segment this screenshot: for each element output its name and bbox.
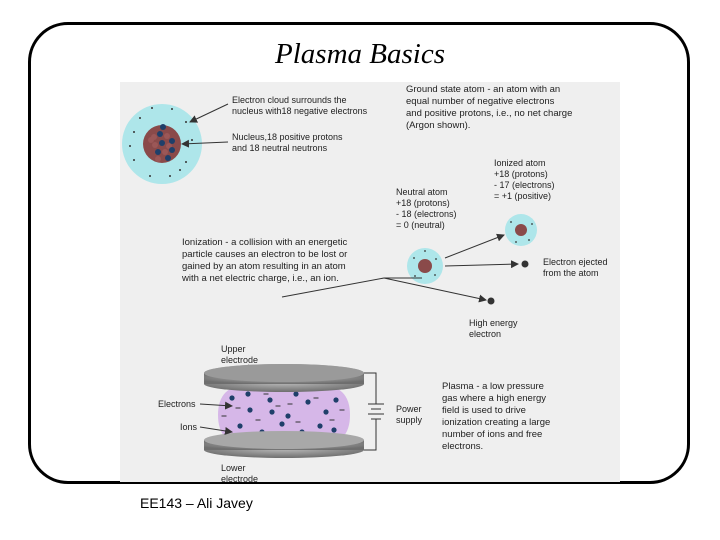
ejected-electron [521,260,529,268]
ion-particle [305,399,311,405]
upper-electrode-text: Upper electrode [221,344,258,365]
lower-electrode-text: Lower electrode [221,463,258,482]
nucleon [155,156,161,162]
ion-particle [323,409,329,415]
ion-particle [245,391,251,397]
ion-particle [237,423,243,429]
nucleus-particles [148,124,175,162]
cloud-electron [179,169,181,171]
nucleon [164,133,170,139]
cloud-electron [151,107,153,109]
cloud-electrons [129,107,193,177]
ion-particle [333,397,339,403]
nucleon [152,142,158,148]
upper-electrode [204,364,364,392]
cloud-electron [133,159,135,161]
cloud-electron [169,175,171,177]
cloud-electron [139,117,141,119]
power-supply-text: Power supply [396,404,424,425]
cloud-electron [185,161,187,163]
ion-particle [229,395,235,401]
lower-electrode [204,431,364,458]
ion-particle [293,391,299,397]
ionized-atom-text: Ionized atom +18 (protons) - 17 (electro… [494,158,557,201]
nucleus-pointer-arrow [181,139,229,148]
cloud-electron [129,145,131,147]
nucleon [159,140,165,146]
plasma-figure: Ground state atom - an atom with an equa… [120,82,620,482]
scattered-path-arrow [383,277,487,303]
cloud-electron [191,139,193,141]
ground-state-atom [122,104,202,184]
ionization-text: Ionization - a collision with an energet… [181,237,350,284]
ion-particle [279,421,285,427]
ion-particle [317,423,323,429]
ground-state-text: Ground state atom - an atom with an equa… [406,84,575,131]
plasma-text: Plasma - a low pressure gas where a high… [442,381,553,452]
electrons-pointer [199,401,233,410]
high-energy-electron [487,297,495,305]
nucleon [160,124,166,130]
nucleon [169,138,175,144]
ejected-path-arrow [444,260,519,269]
plasma-region [218,385,350,445]
ion-particle [247,407,253,413]
neutral-atom [407,248,443,284]
electron-cloud-text: Electron cloud surrounds the nucleus wit… [232,95,368,116]
nucleon [165,155,171,161]
nucleon [157,131,163,137]
ion-path-arrow [444,233,505,259]
electrons-label: Electrons [158,399,196,409]
cloud-electron [149,175,151,177]
ions-label: Ions [180,422,198,432]
cloud-electron [185,121,187,123]
cloud-electron [133,131,135,133]
cloud-pointer-arrow [189,103,229,123]
cloud-electron [171,108,173,110]
electron-ejected-text: Electron ejected from the atom [543,257,610,278]
slide-title: Plasma Basics [275,38,445,70]
nucleon [155,149,161,155]
power-supply-circuit [364,372,384,451]
nucleon [148,137,154,143]
ions-pointer [199,426,233,435]
slide-footer: EE143 – Ali Javey [140,495,253,511]
neutral-atom-text: Neutral atom +18 (protons) - 18 (electro… [396,187,459,230]
slide-frame [28,22,690,484]
ion-particle [285,413,291,419]
nucleus-text: Nucleus,18 positive protons and 18 neutr… [232,132,345,153]
ion-particle [267,397,273,403]
ionized-atom [505,214,537,246]
nucleon [169,147,175,153]
ion-particle [331,427,337,433]
ion-particle [269,409,275,415]
high-energy-text: High energy electron [469,318,520,339]
nucleon [162,149,168,155]
